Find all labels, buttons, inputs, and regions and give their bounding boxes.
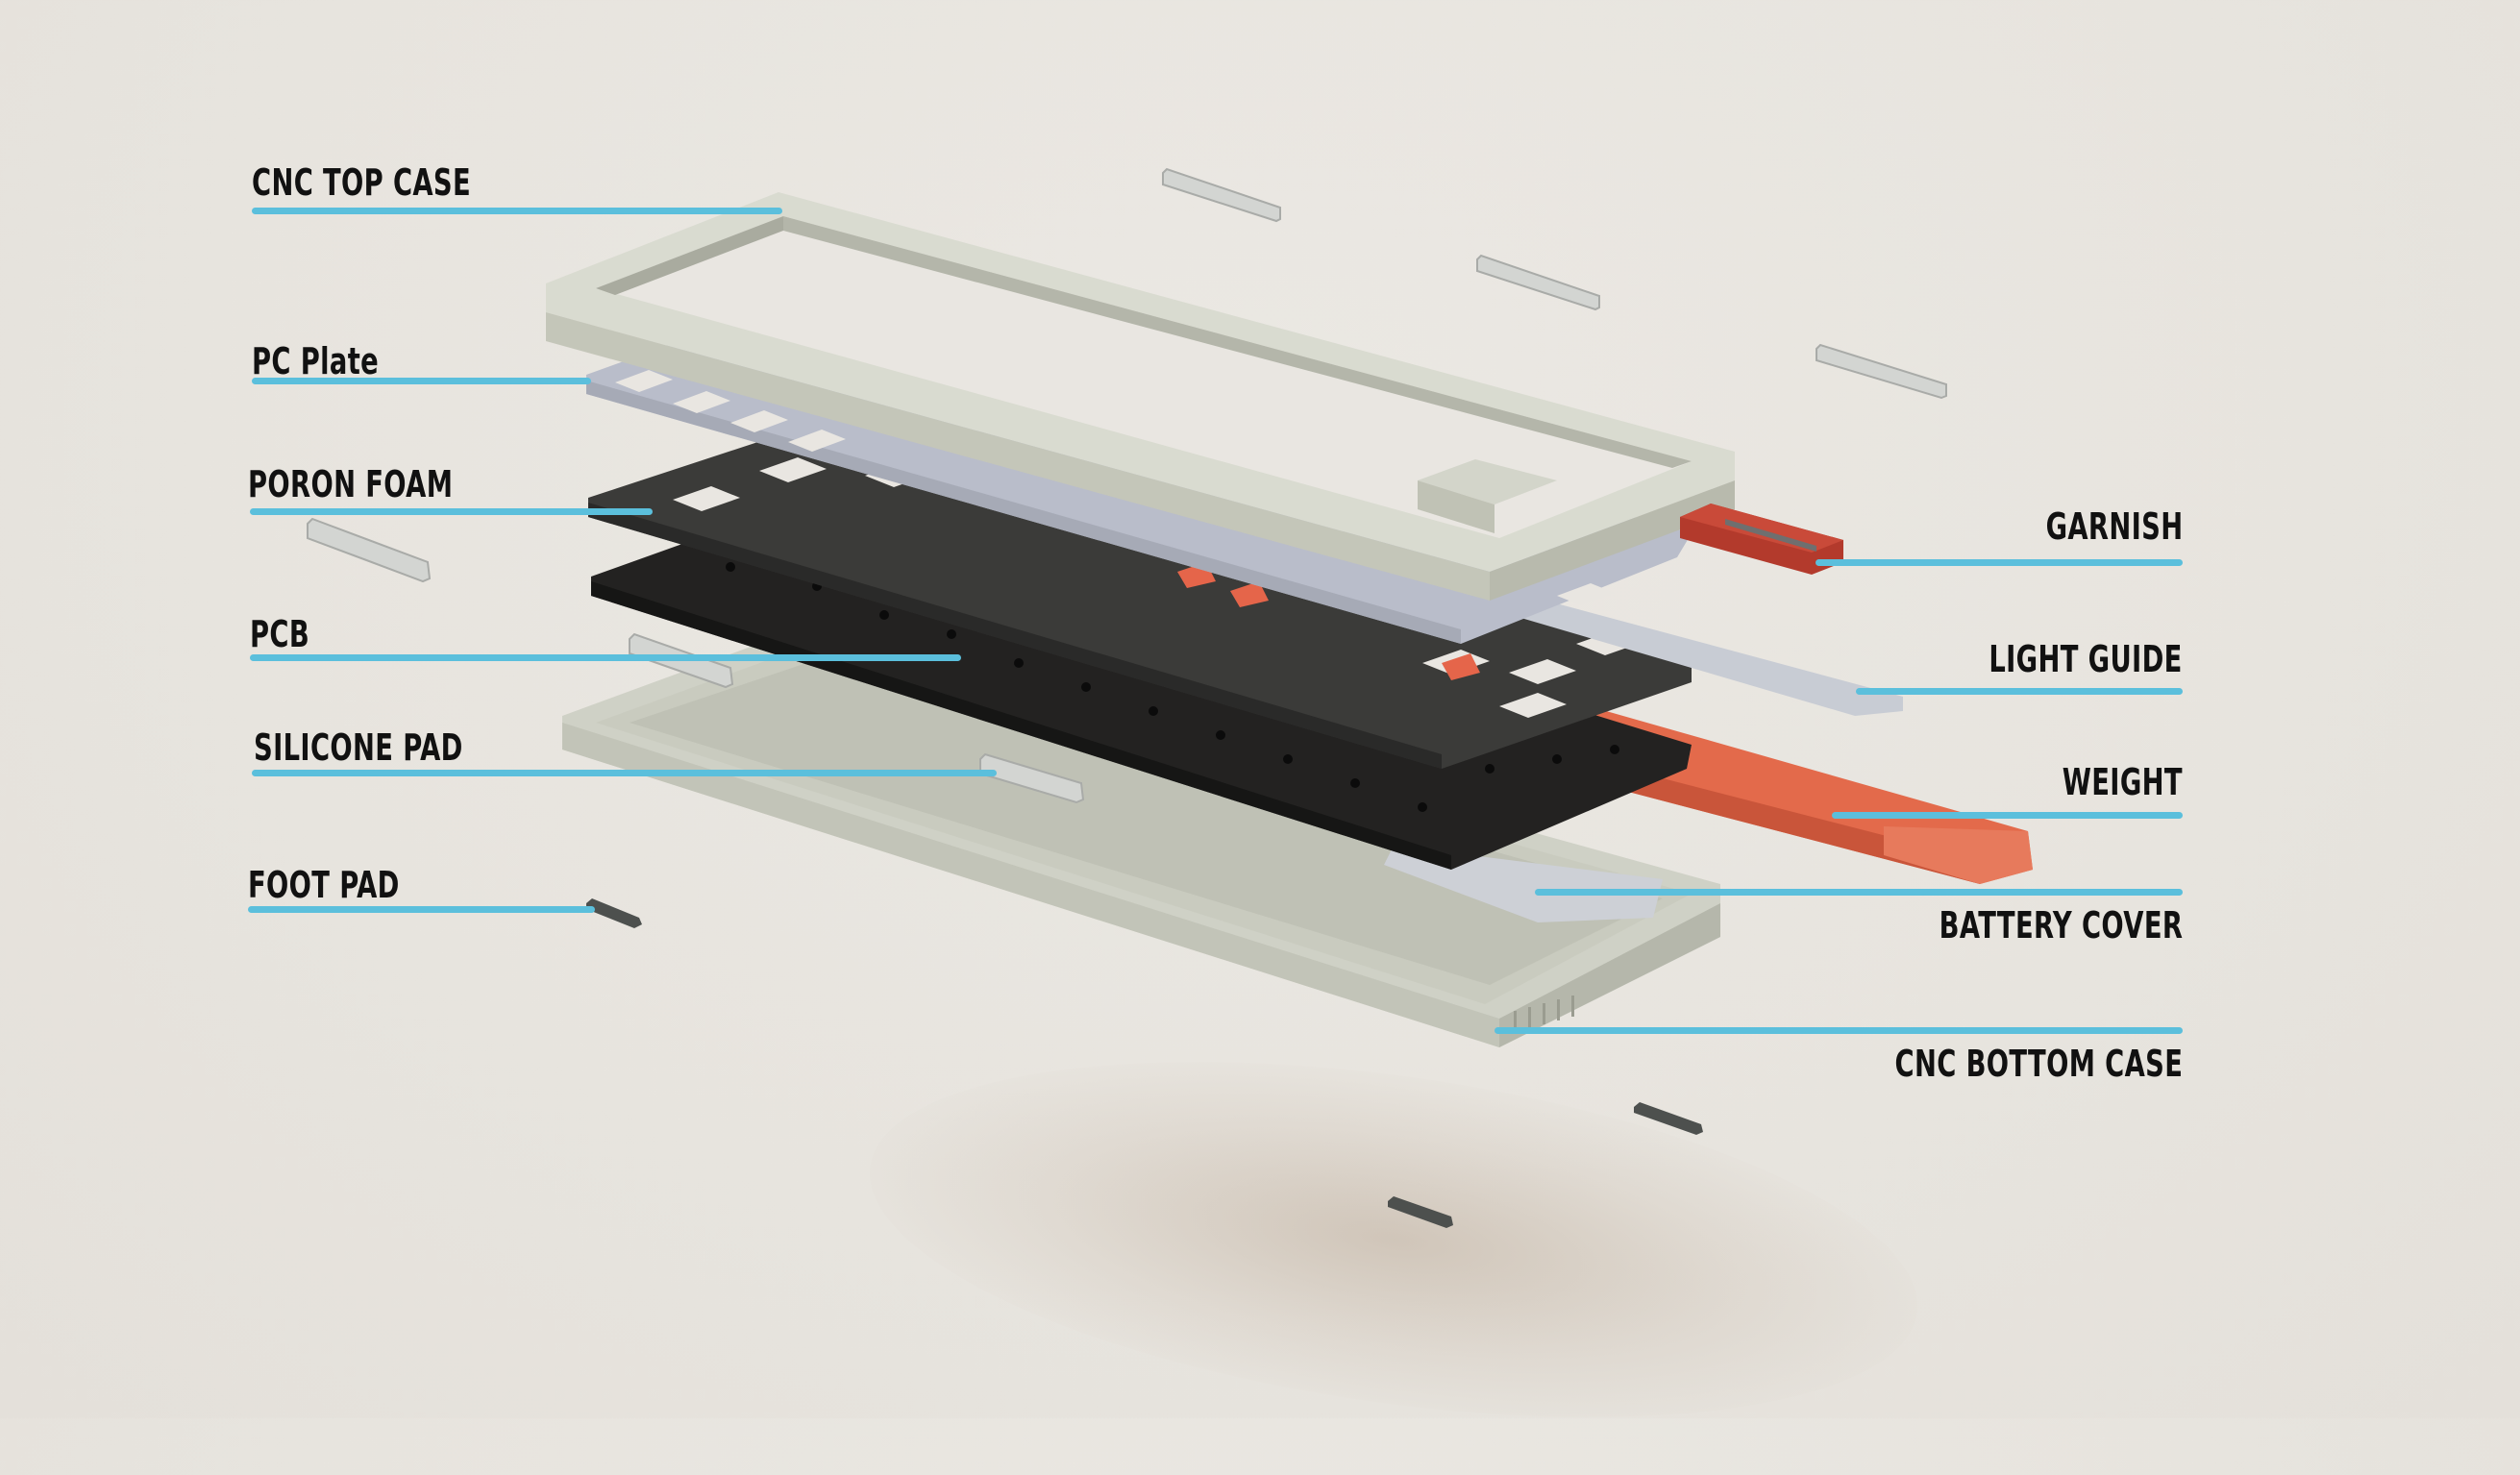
poron-foam-part <box>588 413 1692 769</box>
leader-line-battery-cover <box>1535 889 2183 896</box>
garnish-part <box>1680 504 1843 575</box>
leader-line-silicone-pad <box>252 770 997 776</box>
leader-line-cnc-top-case <box>252 208 782 214</box>
label-cnc-bottom-case: CNC BOTTOM CASE <box>1894 1043 2183 1085</box>
label-cnc-top-case: CNC TOP CASE <box>252 161 472 204</box>
label-poron-foam: PORON FOAM <box>248 463 454 505</box>
label-silicone-pad: SILICONE PAD <box>254 726 463 769</box>
top-case-part <box>546 192 1735 601</box>
leader-line-poron-foam <box>250 508 653 515</box>
bottom-case <box>562 629 1720 1047</box>
foot-pads <box>586 898 1703 1228</box>
label-battery-cover: BATTERY COVER <box>1939 904 2183 946</box>
leader-line-weight <box>1832 812 2183 819</box>
leader-line-cnc-bottom-case <box>1495 1027 2183 1034</box>
exploded-diagram: CNC TOP CASE PC Plate PORON FOAM PCB SIL… <box>248 161 2183 1475</box>
label-garnish: GARNISH <box>2045 505 2183 548</box>
leader-line-pc-plate <box>252 378 591 384</box>
leader-line-garnish <box>1816 559 2183 566</box>
label-pcb: PCB <box>250 613 310 655</box>
leader-line-pcb <box>250 654 961 661</box>
label-foot-pad: FOOT PAD <box>248 864 400 906</box>
leader-line-light-guide <box>1856 688 2183 695</box>
keyboard-exploded-illustration <box>307 167 2033 1228</box>
label-light-guide: LIGHT GUIDE <box>1989 638 2183 680</box>
light-guide-part <box>1485 588 1903 716</box>
label-weight: WEIGHT <box>2062 761 2183 803</box>
label-pc-plate: PC Plate <box>252 340 380 382</box>
leader-line-foot-pad <box>248 906 595 913</box>
